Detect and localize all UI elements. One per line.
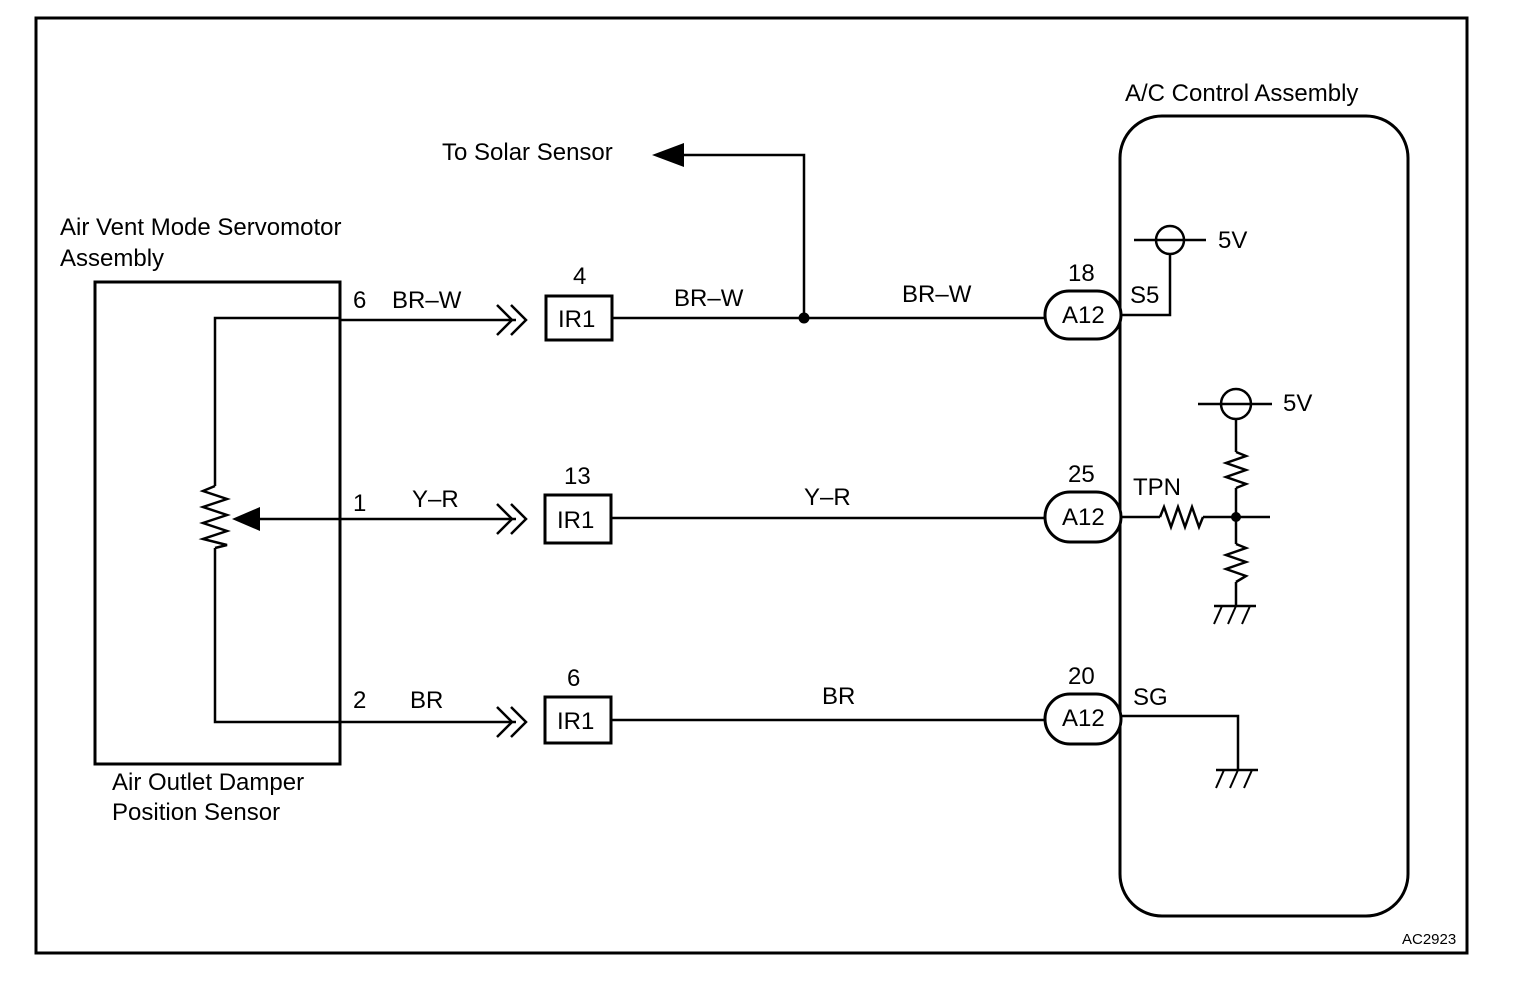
terminal-tpn: TPN	[1133, 474, 1181, 501]
sg-internal-wire	[1121, 714, 1240, 770]
a12-pin-18: 18	[1068, 260, 1095, 287]
s5-voltage: 5V	[1218, 227, 1247, 254]
connector-chevron-icon	[496, 304, 514, 336]
ir1-pin-6: 6	[567, 665, 580, 692]
ac-control-label: A/C Control Assembly	[1125, 80, 1358, 107]
wire-label-brw-2: BR–W	[674, 285, 744, 312]
sensor-internal-wire-bottom	[213, 548, 340, 724]
sensor-label-line2: Position Sensor	[112, 799, 280, 826]
ir1-label-2: IR1	[557, 507, 594, 534]
wire-label-br-1: BR	[410, 687, 443, 714]
servomotor-label-line1: Air Vent Mode Servomotor	[60, 214, 341, 241]
servomotor-box	[93, 280, 342, 766]
a12-label-2: A12	[1062, 504, 1105, 531]
a12-label-1: A12	[1062, 302, 1105, 329]
ir1-label-3: IR1	[557, 708, 594, 735]
ir1-pin-13: 13	[564, 463, 591, 490]
wire-label-yr-2: Y–R	[804, 484, 851, 511]
tpn-series-resistor-icon	[1158, 503, 1205, 531]
a12-label-3: A12	[1062, 705, 1105, 732]
a12-pin-25: 25	[1068, 461, 1095, 488]
sensor-label-line1: Air Outlet Damper	[112, 769, 304, 796]
potentiometer-resistor-icon	[198, 484, 231, 550]
ground-icon-sg	[1215, 768, 1258, 789]
wire-label-yr-1: Y–R	[412, 486, 459, 513]
servomotor-label-line2: Assembly	[60, 245, 164, 272]
pullup-resistor-icon	[1222, 450, 1250, 490]
wire-label-br-2: BR	[822, 683, 855, 710]
wire-label-brw-1: BR–W	[392, 287, 462, 314]
tpn-voltage: 5V	[1283, 390, 1312, 417]
diagram-frame	[34, 16, 1469, 955]
pin-6-label: 6	[353, 287, 366, 314]
wiper-arrow-icon	[232, 507, 260, 531]
terminal-s5: S5	[1130, 282, 1159, 309]
terminal-sg: SG	[1133, 684, 1168, 711]
solar-arrow-icon	[652, 143, 684, 167]
pin-1-label: 1	[353, 490, 366, 517]
sensor-internal-wire-top	[213, 316, 340, 486]
s5-internal-wire	[1121, 253, 1172, 317]
diagram-id: AC2923	[1402, 931, 1456, 948]
solar-sensor-branch	[680, 153, 806, 318]
solar-sensor-label: To Solar Sensor	[442, 139, 613, 166]
ir1-pin-4: 4	[573, 263, 586, 290]
ir1-label-1: IR1	[558, 306, 595, 333]
ground-icon-tpn	[1213, 604, 1256, 625]
wire-label-brw-3: BR–W	[902, 281, 972, 308]
pulldown-resistor-icon	[1222, 542, 1250, 584]
a12-connector-3	[1043, 692, 1123, 746]
a12-pin-20: 20	[1068, 663, 1095, 690]
pin-2-label: 2	[353, 687, 366, 714]
